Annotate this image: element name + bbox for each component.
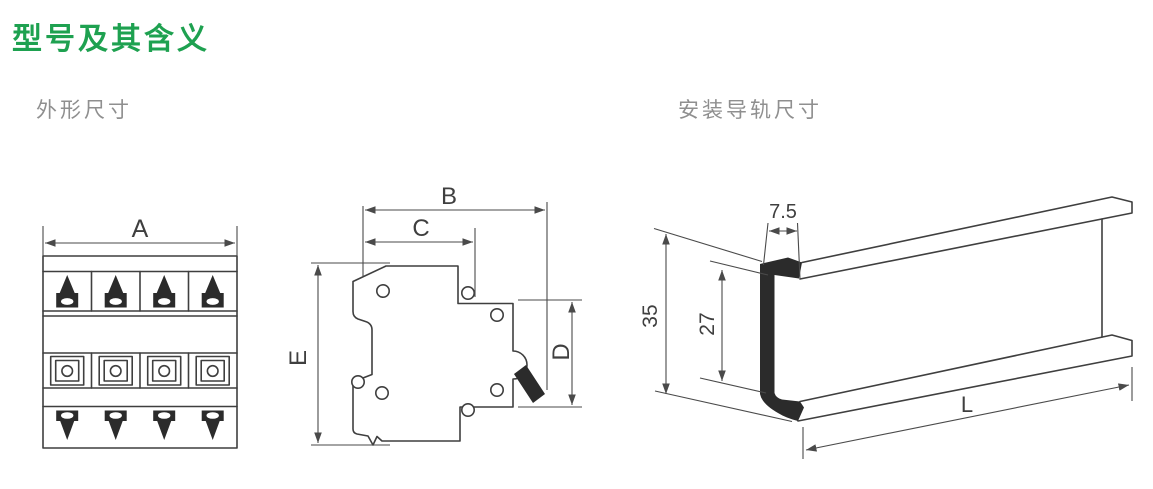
breaker-toggle-icon (153, 275, 176, 308)
breaker-side-view-figure: B C E D (282, 185, 588, 463)
section-label-outline-dimensions: 外形尺寸 (36, 99, 132, 122)
breaker-toggle-icon (104, 275, 127, 308)
dim-label-c: C (412, 215, 429, 242)
rivet-hole (460, 402, 475, 417)
screw-terminal-icon (195, 355, 230, 386)
rivet-hole (460, 285, 475, 300)
dimension-rail-length-callout: L (802, 367, 1133, 459)
dim-label-35: 35 (639, 304, 662, 327)
din-rail-drawing: 7.5 35 27 L (639, 196, 1133, 459)
dim-label-a: A (132, 215, 149, 243)
screw-terminal-icon (49, 355, 85, 386)
page-title: 型号及其含义 (12, 23, 210, 56)
terminal-clamp-icon (153, 410, 176, 440)
dim-label-7-5: 7.5 (769, 201, 797, 223)
dim-label-e: E (285, 350, 312, 366)
breaker-front-view-figure: A (28, 195, 252, 465)
terminal-clamp-icons (56, 410, 224, 440)
din-rail-figure: 7.5 35 27 L (612, 150, 1153, 482)
dim-label-l: L (961, 392, 973, 417)
breaker-side-profile (352, 265, 528, 446)
dimension-c-callout: C (365, 215, 476, 297)
dim-label-27: 27 (696, 312, 719, 335)
screw-terminal-icons (49, 355, 230, 386)
breaker-toggle-icon (201, 275, 224, 308)
section-label-rail-dimensions: 安装导轨尺寸 (678, 99, 822, 122)
rivet-hole (489, 382, 504, 397)
rivet-hole (374, 385, 389, 400)
dimension-e-callout: E (285, 262, 390, 446)
terminal-clamp-icon (201, 410, 224, 440)
screw-terminal-icon (146, 355, 182, 386)
breaker-front-view-drawing: A (42, 215, 238, 449)
dimension-rail-height-callout: 35 (639, 227, 793, 423)
rivet-holes (350, 283, 504, 417)
dim-label-b: B (441, 185, 457, 210)
rivet-hole (350, 374, 365, 389)
dimension-d-callout: D (518, 299, 582, 408)
breaker-toggle-icons (56, 275, 224, 308)
terminal-clamp-icon (104, 410, 127, 440)
dim-label-d: D (548, 343, 575, 360)
rivet-hole (489, 307, 504, 322)
rivet-hole (375, 283, 390, 298)
dimension-a-callout: A (42, 215, 238, 260)
terminal-clamp-icon (56, 410, 79, 440)
rail-body (797, 196, 1133, 422)
dimension-lip-depth-callout: 7.5 (762, 201, 801, 280)
breaker-toggle-icon (56, 275, 79, 308)
toggle-lever-icon (514, 365, 545, 403)
breaker-front-body (42, 255, 238, 449)
screw-terminal-icon (98, 355, 133, 386)
rail-cross-section (760, 257, 804, 421)
breaker-side-view-drawing: B C E D (285, 185, 582, 446)
dimension-rail-inner-height-callout: 27 (696, 260, 769, 394)
dimension-b-callout: B (362, 185, 548, 390)
